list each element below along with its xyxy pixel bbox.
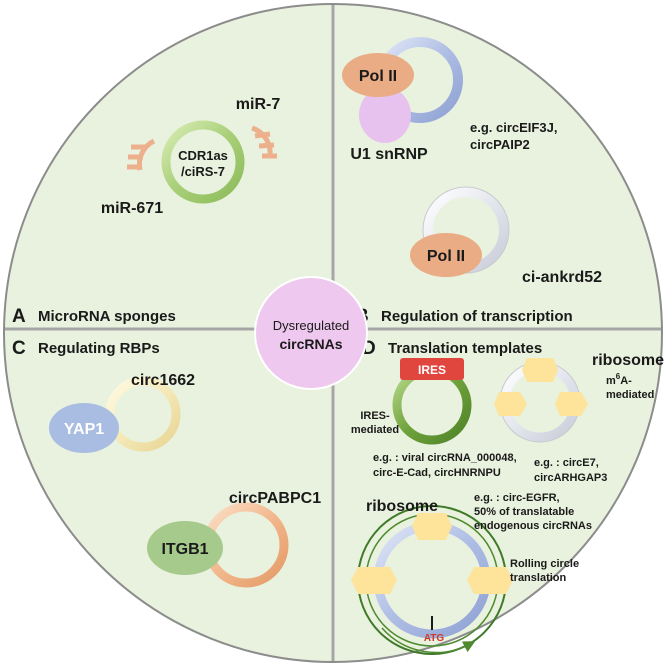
center-label-line2: circRNAs [279,336,342,352]
ribosome-top-label: ribosome [592,352,664,369]
ires-element [400,358,464,380]
rolling-arrow [381,627,476,654]
u1-snrnp-label: U1 snRNP [350,146,428,163]
panel-b-eg-line2: circPAIP2 [470,137,530,152]
panel-d: D Translation templates IRES IRES- media… [351,338,664,655]
mir671-binding-icon [127,138,156,171]
ires-label: IRES [418,363,446,377]
itgb1-protein [147,521,223,575]
itgb1-label: ITGB1 [161,541,208,558]
panel-c-title: Regulating RBPs [38,340,160,357]
rolling-circle-line1: Rolling circle [510,558,579,570]
pol2-shape-bottom [410,233,482,277]
panel-d-title: Translation templates [388,340,542,357]
pol2-shape-top [342,53,414,97]
panel-a: CDR1as /ciRS-7 miR-7 miR-671 A MicroRNA … [12,96,280,327]
roll-eg-line1: e.g. : circ-EGFR, [474,492,560,504]
circ1662-label: circ1662 [131,372,195,389]
ires-eg-line2: circ-E-Cad, circHNRNPU [373,467,501,479]
atg-label: ATG [424,633,445,644]
ires-mediated-line1: IRES- [360,410,390,422]
ribosome-rolling-left-icon [351,567,397,594]
cdr1as-circrna [161,120,245,204]
panel-c-letter: C [12,338,26,359]
m6a-mediated-line2: mediated [606,389,654,401]
ires-eg-line1: e.g. : viral circRNA_000048, [373,452,517,464]
m6a-eg-line2: circARHGAP3 [534,472,607,484]
ribosome-left-icon [494,392,527,416]
ribosome-right-icon [555,392,588,416]
panel-b-title: Regulation of transcription [381,308,573,325]
cirs7-label: /ciRS-7 [181,164,225,179]
ires-mediated-line2: mediated [351,424,399,436]
center-label-line1: Dysregulated [273,318,350,333]
ribosome-rolling-right-icon [467,567,513,594]
panel-b-eg-line1: e.g. circEIF3J, [470,120,557,135]
panel-c: C Regulating RBPs YAP1 circ1662 ITGB1 ci… [12,338,321,588]
m6a-mediated-line1: m6A- [606,372,632,387]
yap1-protein [49,403,119,453]
panel-a-title: MicroRNA sponges [38,308,176,325]
panel-b: Pol II U1 snRNP e.g. circEIF3J, circPAIP… [342,37,602,327]
m6a-eg-line1: e.g. : circE7, [534,457,599,469]
u1-snrnp-shape [359,87,411,143]
ribosome-rolling-top-icon [412,513,452,540]
center-circle [254,276,368,390]
panel-a-letter: A [12,306,26,327]
pol2-label-top: Pol II [359,68,397,85]
ribosome-top-icon [522,358,558,382]
pol2-label-bottom: Pol II [427,248,465,265]
cdr1as-label: CDR1as [178,148,228,163]
circpabpc1-label: circPABPC1 [229,490,321,507]
ci-ankrd52-label: ci-ankrd52 [522,269,602,286]
yap1-label: YAP1 [64,421,104,438]
mir671-label: miR-671 [101,200,163,217]
ribosome-bottom-label: ribosome [366,498,438,515]
mir7-binding-icon [251,125,277,159]
rolling-circle-line2: translation [510,572,567,584]
roll-eg-line3: endogenous circRNAs [474,520,592,532]
roll-eg-line2: 50% of translatable [474,506,574,518]
mir7-label: miR-7 [236,96,281,113]
